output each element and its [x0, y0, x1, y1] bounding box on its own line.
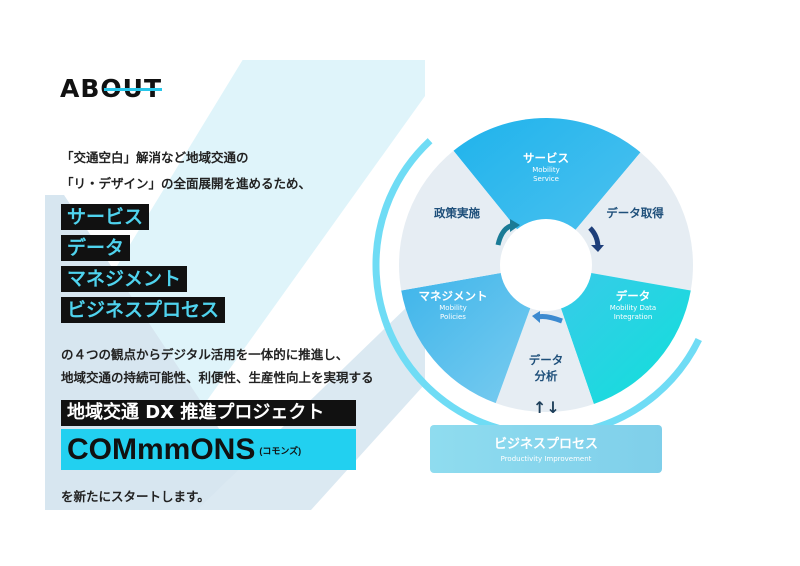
wheel-segment-data — [546, 265, 691, 404]
cycle-arrow-head — [510, 219, 520, 232]
segment-policy: 政策実施 — [434, 206, 480, 220]
segment-analysis: データ分析 — [528, 353, 564, 383]
wheel-segment-analysis — [495, 265, 594, 413]
segment-data-acquisition: データ取得 — [606, 206, 664, 220]
outer-ring-arc — [372, 138, 702, 439]
closing-text: を新たにスタートします。 — [61, 489, 210, 504]
business-process-box: ビジネスプロセス Productivity Improvement — [430, 425, 662, 473]
pillar-tag: データ — [61, 235, 131, 261]
intro-line: 「リ・デザイン」の全面展開を進めるため、 — [61, 176, 312, 191]
body-line: の４つの観点からデジタル活用を一体的に推進し、 — [61, 347, 349, 362]
pillar-tag: マネジメント — [61, 266, 188, 292]
cycle-arrow-head — [532, 311, 540, 323]
project-title: 地域交通 DX 推進プロジェクト — [61, 400, 356, 426]
body-line: 地域交通の持続可能性、利便性、生産性向上を実現する — [61, 370, 374, 385]
project-logo: COMmmONS(コモンズ) — [61, 429, 356, 470]
heading-accent-line — [104, 88, 162, 91]
center-circle — [500, 219, 592, 311]
wheel-segment-service — [453, 118, 641, 265]
cycle-arrow-head — [591, 245, 604, 252]
pillar-tag: ビジネスプロセス — [61, 297, 226, 323]
pillar-tag: サービス — [61, 204, 150, 230]
project-reading: (コモンズ) — [259, 445, 302, 456]
intro-line: 「交通空白」解消など地域交通の — [61, 150, 249, 165]
bidirectional-arrow-icon: ↑↓ — [533, 398, 560, 417]
wheel-segment-management — [401, 265, 546, 404]
project-name: COMmmONS — [67, 433, 256, 466]
